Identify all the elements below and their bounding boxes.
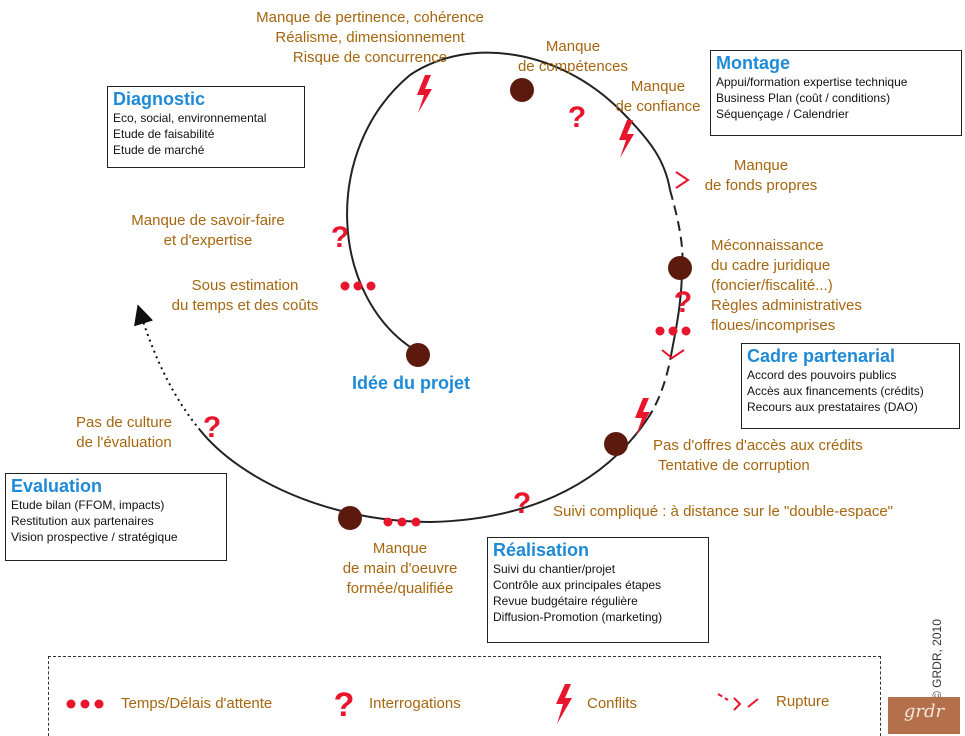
label-suivi: Suivi compliqué : à distance sur le "dou…	[553, 503, 894, 520]
box-title: Réalisation	[493, 540, 590, 560]
three-dots-icon	[655, 326, 691, 336]
legend-dots-label: Temps/Délais d'attente	[121, 695, 273, 712]
box-item: Suivi du chantier/projet	[493, 562, 616, 576]
rupture-icon	[661, 349, 685, 360]
spiral-dotted-arrow	[134, 304, 201, 431]
box-montage: Montage Appui/formation expertise techni…	[710, 50, 962, 136]
box-item: Etude de marché	[113, 143, 205, 157]
box-item: Accès aux financements (crédits)	[747, 384, 924, 398]
copyright: © GRDR, 2010	[930, 619, 944, 700]
three-dots-icon	[340, 281, 376, 291]
box-title: Diagnostic	[113, 89, 206, 109]
grdr-logo: grdr	[888, 697, 960, 734]
box-item: Restitution aux partenaires	[11, 514, 154, 528]
center-title: Idée du projet	[352, 373, 471, 393]
lightning-bolt-icon	[619, 120, 634, 158]
node-cadre	[668, 256, 692, 280]
box-item: Diffusion-Promotion (marketing)	[493, 610, 663, 624]
node-evaluation	[338, 506, 362, 530]
box-title: Cadre partenarial	[747, 346, 896, 366]
question-mark-icon: ?	[331, 221, 349, 254]
legend-rupture-label: Rupture	[776, 693, 830, 710]
box-item: Recours aux prestataires (DAO)	[747, 400, 918, 414]
question-mark-icon: ?	[203, 411, 221, 444]
node-idee	[406, 343, 430, 367]
box-item: Séquençage / Calendrier	[716, 107, 849, 121]
box-diagnostic: Diagnostic Eco, social, environnemental …	[107, 86, 305, 168]
box-cadre-partenarial: Cadre partenarial Accord des pouvoirs pu…	[741, 343, 960, 429]
box-item: Vision prospective / stratégique	[11, 530, 178, 544]
box-item: Contrôle aux principales étapes	[493, 578, 662, 592]
rupture-icon	[675, 171, 690, 189]
spiral-inner-arc	[346, 51, 671, 353]
box-item: Etude bilan (FFOM, impacts)	[11, 498, 165, 512]
legend-conflict-label: Conflits	[587, 695, 638, 712]
spiral-outer-arc	[199, 417, 649, 524]
legend-dots-icon	[66, 699, 104, 709]
legend-lightning-icon	[556, 684, 572, 724]
legend-question-icon: ?	[334, 686, 355, 724]
box-item: Business Plan (coût / conditions)	[716, 91, 891, 105]
box-evaluation: Evaluation Etude bilan (FFOM, impacts) R…	[5, 473, 227, 561]
lightning-bolt-icon	[417, 75, 432, 113]
legend	[48, 656, 881, 736]
legend-rupture-icon	[717, 693, 759, 711]
box-item: Accord des pouvoirs publics	[747, 368, 897, 382]
box-title: Montage	[716, 53, 790, 73]
box-item: Appui/formation expertise technique	[716, 75, 908, 89]
box-title: Evaluation	[11, 476, 103, 496]
question-mark-icon: ?	[568, 101, 586, 134]
legend-question-label: Interrogations	[369, 695, 461, 712]
box-item: Revue budgétaire régulière	[493, 594, 638, 608]
box-item: Eco, social, environnemental	[113, 111, 267, 125]
question-mark-icon: ?	[513, 487, 531, 520]
box-item: Etude de faisabilité	[113, 127, 215, 141]
three-dots-icon	[383, 517, 421, 527]
lightning-bolt-icon	[635, 398, 650, 436]
node-realisation	[604, 432, 628, 456]
node-montage	[510, 78, 534, 102]
question-mark-icon: ?	[674, 286, 692, 319]
box-realisation: Réalisation Suivi du chantier/projet Con…	[487, 537, 709, 643]
spiral-dashed-segment-2	[647, 349, 673, 419]
